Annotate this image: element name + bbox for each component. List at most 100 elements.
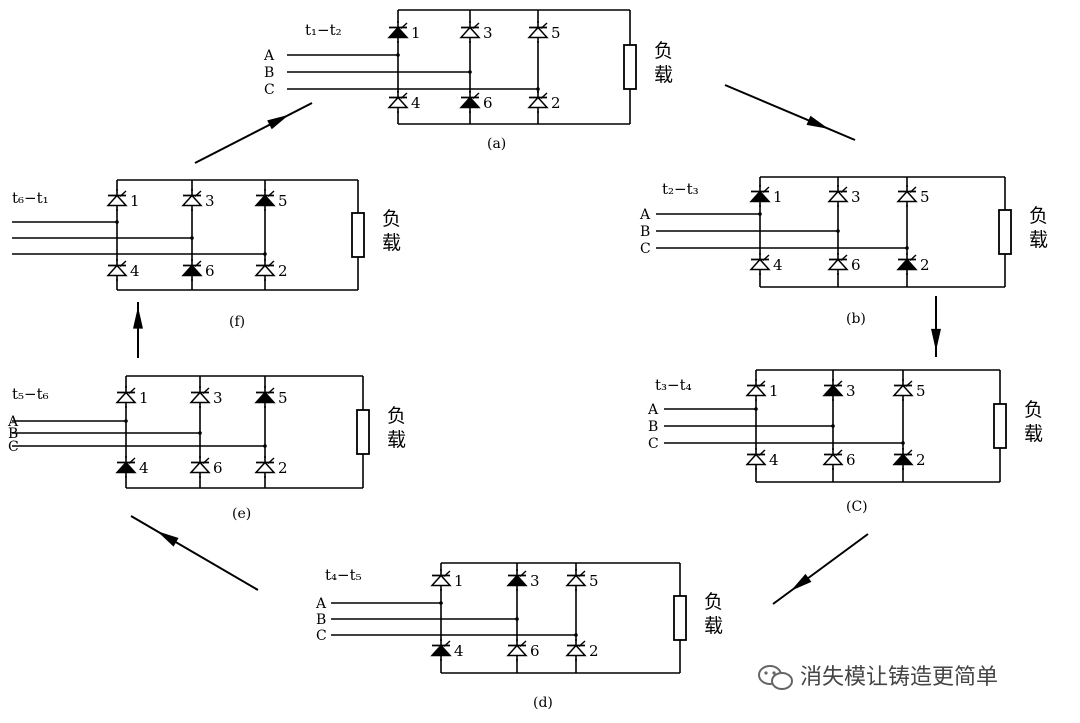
phase-label-b: B [648,419,658,435]
thyristor-t1: 1 [745,379,779,401]
load-label-top: 负 [704,591,723,613]
arrow-head [931,328,941,351]
thyristor-gate [909,254,917,262]
thyristor-t5: 5 [565,569,599,591]
phase-label-a: A [263,48,275,64]
thyristor-gate [267,190,275,198]
junction-dot [831,424,835,428]
wechat-icon [758,665,793,690]
thyristor-t5: 5 [896,185,930,207]
thyristor-triangle [896,190,918,203]
thyristor-t3: 3 [459,21,493,43]
thyristor-t6: 6 [822,448,856,470]
arrow-f-to-a [194,102,313,164]
thyristor-triangle [115,391,137,404]
thyristor-gate [472,92,480,100]
thyristor-label: 6 [846,451,856,469]
thyristor-triangle [254,391,276,404]
load-resistor [356,409,370,455]
thyristor-gate [762,186,770,194]
junction-dot [263,252,267,256]
thyristor-label: 3 [483,24,493,42]
load-label-top: 负 [387,405,406,427]
thyristor-t4: 4 [745,448,779,470]
thyristor-label: 2 [278,262,288,280]
thyristor-label: 1 [454,572,464,590]
thyristor-t4: 4 [115,456,149,478]
junction-dot [468,70,472,74]
phase-label-c: C [648,436,659,452]
junction-dot [574,633,578,637]
panel-caption: (d) [533,695,553,711]
junction-dot [754,407,758,411]
thyristor-triangle [189,461,211,474]
phase-label-c: C [8,439,19,455]
thyristor-t3: 3 [181,189,215,211]
thyristor-triangle [892,453,914,466]
phase-label-a: A [7,414,19,430]
phase-label-b: B [640,224,650,240]
phase-label-c: C [264,82,275,98]
thyristor-triangle [565,644,587,657]
panel-caption: (a) [487,136,506,152]
arrow-d-to-e [130,515,259,591]
thyristor-triangle [822,453,844,466]
thyristor-t6: 6 [506,639,540,661]
phase-label-a: A [315,596,327,612]
thyristor-t3: 3 [506,569,540,591]
arrow-head [790,573,812,591]
thyristor-triangle [254,461,276,474]
phase-label-a: A [639,207,651,223]
arrow-e-to-f [133,302,143,358]
thyristor-t6: 6 [459,91,493,113]
load-label-bottom: 载 [704,615,723,637]
thyristor-t2: 2 [254,259,288,281]
thyristor-gate [762,254,770,262]
arrow-head [267,114,290,130]
thyristor-t3: 3 [822,379,856,401]
thyristor-gate [758,449,766,457]
panel-caption: (b) [846,311,866,327]
thyristor-t3: 3 [189,386,223,408]
panel-caption: (f) [229,314,245,330]
thyristor-triangle [827,258,849,271]
thyristor-triangle [506,574,528,587]
thyristor-label: 1 [139,389,149,407]
thyristor-label: 2 [278,459,288,477]
thyristor-gate [840,186,848,194]
thyristor-gate [540,92,548,100]
thyristor-gate [267,260,275,268]
thyristor-triangle [527,96,549,109]
thyristor-triangle [745,384,767,397]
thyristor-gate [578,570,586,578]
thyristor-triangle [459,96,481,109]
thyristor-gate [905,449,913,457]
thyristor-gate [909,186,917,194]
junction-dot [901,441,905,445]
thyristor-triangle [527,26,549,39]
thyristor-label: 2 [916,451,926,469]
load-label-bottom: 载 [654,64,673,86]
thyristor-gate [758,380,766,388]
thyristor-t5: 5 [254,386,288,408]
junction-dot [905,246,909,250]
load-label-top: 负 [1024,399,1043,421]
thyristor-triangle [745,453,767,466]
thyristor-t2: 2 [565,639,599,661]
thyristor-triangle [749,258,771,271]
junction-dot [515,617,519,621]
thyristor-gate [443,640,451,648]
interval-label: t₂−t₃ [662,180,699,198]
arrow-head [133,306,143,329]
panel-caption: (e) [232,506,251,522]
thyristor-gate [202,457,210,465]
thyristor-t2: 2 [892,448,926,470]
thyristor-t4: 4 [749,253,783,275]
thyristor-label: 5 [278,192,288,210]
load-label-top: 负 [382,208,401,230]
thyristor-triangle [254,264,276,277]
thyristor-triangle [896,258,918,271]
